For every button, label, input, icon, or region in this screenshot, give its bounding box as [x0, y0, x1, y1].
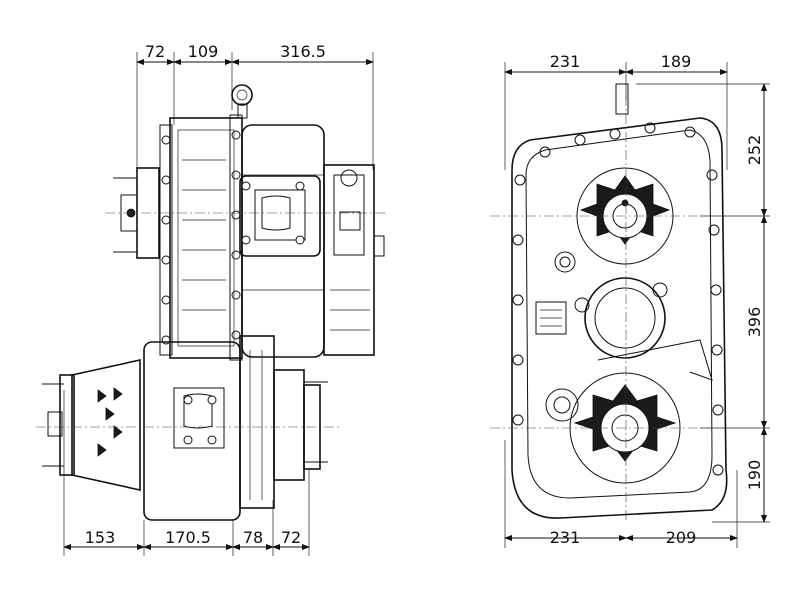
dim-bottom-170-5: 170.5	[165, 528, 211, 547]
bolt-column	[159, 114, 243, 361]
dim-side-252: 252	[745, 135, 764, 166]
dim-front-top-231: 231	[550, 52, 581, 71]
dim-top-109: 109	[188, 42, 219, 61]
front-view-drawing	[490, 62, 770, 548]
side-view-drawing	[36, 52, 385, 556]
dim-side-190: 190	[745, 460, 764, 491]
dimension-labels: 72 109 316.5 153 170.5 78 72 231 189 231…	[85, 42, 764, 547]
dim-front-bottom-231: 231	[550, 528, 581, 547]
dim-side-396: 396	[745, 307, 764, 338]
dim-front-top-189: 189	[661, 52, 692, 71]
dim-front-bottom-209: 209	[666, 528, 697, 547]
dim-top-316-5: 316.5	[280, 42, 326, 61]
dim-top-72: 72	[145, 42, 165, 61]
perimeter-bolts	[512, 122, 724, 476]
dim-bottom-153: 153	[85, 528, 116, 547]
dim-bottom-78: 78	[243, 528, 263, 547]
dim-bottom-72: 72	[281, 528, 301, 547]
